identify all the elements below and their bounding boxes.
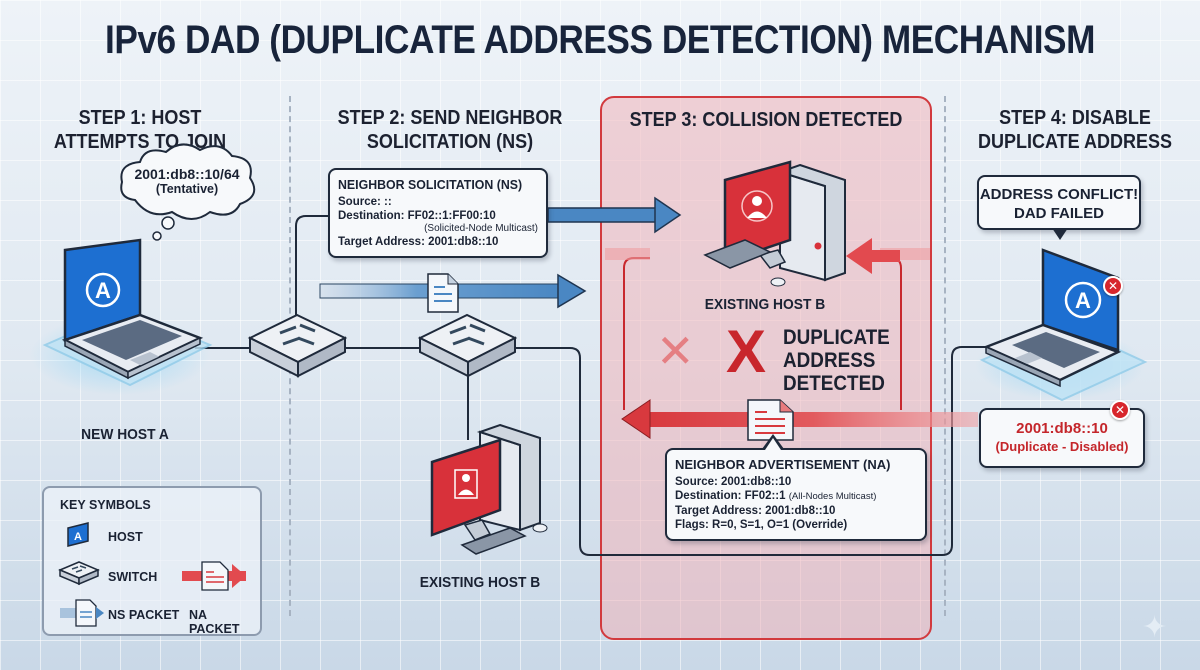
conflict-line-2: DAD FAILED [1014,205,1104,222]
na-destination-row: Destination: FF02::1 (All-Nodes Multicas… [675,489,917,504]
host-b-collision-desktop-icon [703,160,846,287]
step-2-title: STEP 2: SEND NEIGHBOR SOLICITATION (NS) [320,106,581,154]
host-b-lower-desktop-icon [430,423,548,555]
red-fade-left [605,248,650,260]
conflict-line-1: ADDRESS CONFLICT! [979,186,1139,203]
step-1-line-1: STEP 1: HOST [78,107,202,129]
ns-arrow-lower [319,273,587,313]
conflict-callout: ADDRESS CONFLICT! DAD FAILED [977,175,1141,230]
legend-na-packet-icon [180,560,248,597]
tentative-address: 2001:db8::10/64 [134,166,240,182]
tentative-state: (Tentative) [155,182,219,196]
switch-2-icon [417,313,518,378]
faded-x-icon: ✕ [656,325,695,377]
ns-target: Target Address: 2001:db8::10 [338,236,499,248]
page-title: IPv6 DAD (DUPLICATE ADDRESS DETECTION) M… [105,18,1095,62]
na-callout-tail-inner [765,438,781,450]
step-3-line-1: STEP 3: COLLISION DETECTED [629,109,903,131]
dup-line-1: DUPLICATE [783,326,890,349]
legend-label-host: HOST [108,530,143,544]
tentative-address-cloud-text: 2001:db8::10/64 (Tentative) [122,166,252,196]
ns-packet-details: NEIGHBOR SOLICITATION (NS) Source: :: De… [328,168,548,258]
ns-heading: NEIGHBOR SOLICITATION (NS) [338,177,523,192]
cable-switch-2-to-right [515,347,930,556]
cable-switch-1-up [295,215,328,322]
na-heading: NEIGHBOR ADVERTISEMENT (NA) [675,457,891,472]
ns-source: Source: :: [338,196,392,208]
na-destination-note: (All-Nodes Multicast) [788,491,877,502]
host-a-screen-letter: A [95,278,111,303]
step-4-line-2: DUPLICATE ADDRESS [977,131,1173,153]
step-1-title: STEP 1: HOST ATTEMPTS TO JOIN [50,106,230,154]
legend-label-ns-packet: NS PACKET [108,608,180,622]
disabled-badge-icon: ✕ [1103,276,1123,296]
disabled-address-state: (Duplicate - Disabled) [995,439,1129,454]
host-b-collision-label: EXISTING HOST B [704,296,826,313]
switch-1-icon [247,313,348,378]
host-a-label: NEW HOST A [81,426,169,443]
disabled-address: 2001:db8::10 [1016,420,1108,437]
na-flags: Flags: R=0, S=1, O=1 (Override) [675,519,848,531]
legend-ns-packet-icon [58,598,104,633]
address-disabled-badge-icon: ✕ [1110,400,1130,420]
host-a-disabled-screen-letter: A [1075,288,1091,313]
legend-key-symbols: KEY SYMBOLS A HOST SWITCH [42,486,262,636]
host-a-disabled-laptop-icon: A [975,248,1148,402]
na-destination: Destination: FF02::1 [675,490,786,502]
legend-label-na-packet: NA PACKET [189,608,240,636]
cable-host-a-right [930,346,1040,556]
step-4-line-1: STEP 4: DISABLE [999,107,1151,129]
thought-cloud [120,143,256,241]
step-2-line-2: SOLICITATION (NS) [366,131,534,153]
dup-line-2: ADDRESS [783,349,876,372]
ns-packet-icon [427,273,459,313]
na-target: Target Address: 2001:db8::10 [675,505,836,517]
legend-title: KEY SYMBOLS [60,498,151,512]
na-packet-details: NEIGHBOR ADVERTISEMENT (NA) Source: 2001… [665,448,927,541]
host-a-laptop-icon: A [30,238,213,395]
step-2-line-1: STEP 2: SEND NEIGHBOR [337,107,563,129]
dup-line-3: DETECTED [783,372,885,395]
na-source: Source: 2001:db8::10 [675,476,792,488]
na-arrow-to-host-a [621,399,978,441]
legend-switch-icon [58,560,100,591]
step-4-title: STEP 4: DISABLE DUPLICATE ADDRESS [967,106,1183,154]
ns-arrow-to-host-b [547,196,682,234]
na-packet-icon [747,399,794,441]
legend-host-letter: A [74,531,82,543]
conflict-callout-tail [1052,228,1068,240]
legend-host-icon: A [64,522,92,553]
duplicate-detected-text: DUPLICATE ADDRESS DETECTED [783,326,890,395]
step-divider-3 [944,96,946,616]
bold-x-icon: X [726,318,767,385]
step-3-title: STEP 3: COLLISION DETECTED [621,108,911,132]
ns-destination-note: (Solicited-Node Multicast) [424,223,538,234]
ns-destination: Destination: FF02::1:FF00:10 [338,210,496,222]
na-arrow-into-host-b [846,238,900,274]
sparkle-icon: ✦ [1142,611,1168,644]
legend-label-switch: SWITCH [108,570,158,584]
host-b-lower-label: EXISTING HOST B [419,574,541,591]
